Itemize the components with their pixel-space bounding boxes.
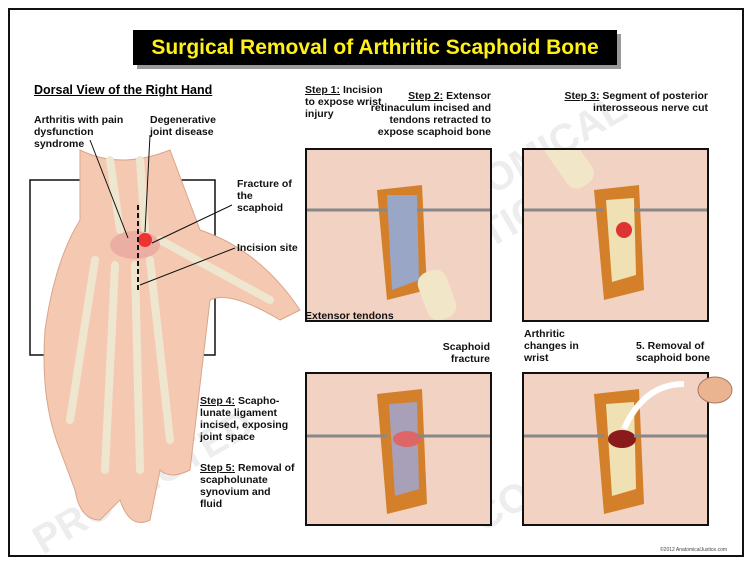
outer-frame [8,8,744,557]
hand-heading: Dorsal View of the Right Hand [34,83,213,97]
step-3-label: Step 3: Segment of posterior interosseou… [560,90,708,114]
step-5-head: Step 5: [200,462,236,474]
step-1-text: Incision to expose wrist injury [305,84,383,120]
panel-step-4-5 [305,372,492,526]
panel-step-1-2 [305,148,492,322]
label-arthritic-changes: Arthritic changes in wrist [524,328,579,364]
panel-step-3 [522,148,709,322]
label-scaphoid-fracture: Scaphoid fracture [442,341,490,365]
step-2-head: Step 2: [408,90,444,102]
step-1-head: Step 1: [305,84,341,96]
step-3-text: Segment of posterior interosseous nerve … [593,90,708,114]
step-4-head: Step 4: [200,395,236,407]
copyright: ©2012 AnatomicalJustice.com [660,547,728,553]
step-4-text: Scapho-lunate ligament incised, exposing… [200,395,289,443]
panel-removal [522,372,709,526]
step-2-label: Step 2: Extensor retinaculum incised and… [366,90,491,138]
label-removal: 5. Removal of scaphoid bone [636,340,711,364]
step-5-text: Removal of scapholunate synovium and flu… [200,462,295,510]
step-3-head: Step 3: [564,90,600,102]
step-1-label: Step 1: Incision to expose wrist injury [305,84,385,120]
label-arthritis: Arthritis with pain dysfunction syndrome [34,114,124,150]
label-incision: Incision site [237,242,298,254]
page-title: Surgical Removal of Arthritic Scaphoid B… [133,30,617,65]
step-2-text: Extensor retinaculum incised and tendons… [370,90,491,138]
label-extensor-tendons: Extensor tendons [305,310,394,322]
label-fracture: Fracture of the scaphoid [237,178,292,214]
step-5-label: Step 5: Removal of scapholunate synovium… [200,462,295,510]
label-degenerative: Degenerative joint disease [150,114,216,138]
step-4-label: Step 4: Scapho-lunate ligament incised, … [200,395,295,443]
